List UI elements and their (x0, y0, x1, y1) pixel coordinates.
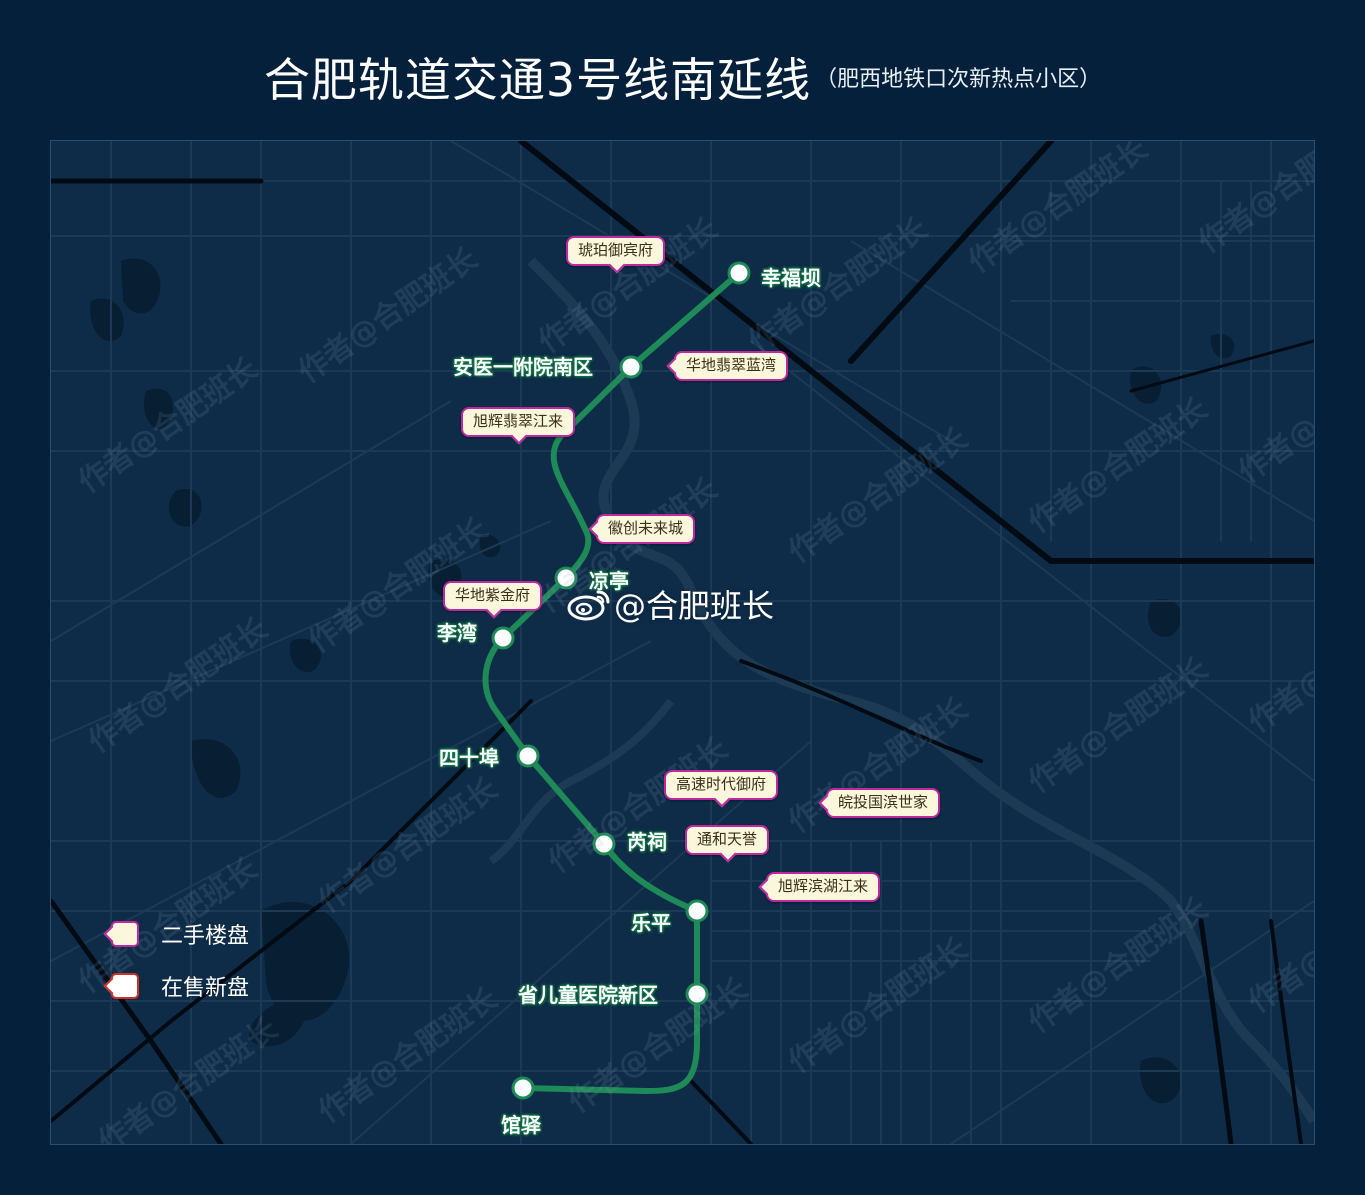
property-callout[interactable]: 高速时代御府 (664, 770, 779, 807)
map-legend: 二手楼盘 在售新盘 (103, 916, 250, 1020)
property-callout[interactable]: 皖投国滨世家 (818, 788, 941, 818)
station-label-leping: 乐平 (631, 911, 671, 935)
station-label-ruici: 芮祠 (627, 830, 667, 854)
station-dot-icon[interactable] (554, 566, 578, 590)
lake-shape (1210, 333, 1235, 359)
property-callout[interactable]: 华地紫金府 (443, 581, 543, 618)
lake-shape (1130, 366, 1162, 404)
brand-text: @合肥班长 (614, 587, 775, 625)
station-label-xingfuba: 幸福坝 (761, 266, 821, 290)
author-brand: @合肥班长 (566, 581, 774, 627)
property-name: 琥珀御宾府 (578, 241, 654, 259)
lake-shape (121, 258, 161, 314)
legend-label-new: 在售新盘 (161, 976, 250, 1001)
station-dot-icon[interactable] (516, 744, 540, 768)
station-label-sishibu: 四十埠 (439, 746, 499, 770)
station-dots (491, 261, 751, 1100)
property-name: 通和天誉 (697, 830, 758, 848)
lake-shape (191, 739, 241, 798)
weibo-icon (567, 590, 610, 621)
property-callout[interactable]: 旭辉翡翠江来 (461, 407, 576, 444)
property-callout[interactable]: 琥珀御宾府 (566, 236, 666, 273)
station-label-liangting: 凉亭 (589, 569, 629, 593)
legend-label-used: 二手楼盘 (161, 924, 250, 949)
property-name: 旭辉滨湖江来 (778, 877, 869, 895)
station-dot-icon[interactable] (491, 626, 515, 650)
station-dot-icon[interactable] (685, 899, 709, 923)
metro-line-3 (482, 270, 741, 1094)
property-callout[interactable]: 通和天誉 (685, 825, 770, 862)
property-name: 徽创未来城 (608, 519, 684, 537)
station-dot-icon[interactable] (685, 982, 709, 1006)
lake-shape (143, 388, 174, 429)
station-dot-icon[interactable] (619, 355, 643, 379)
property-callout[interactable]: 徽创未来城 (588, 514, 696, 544)
lake-shape (289, 638, 321, 672)
property-name: 皖投国滨世家 (838, 793, 929, 811)
lake-shape (249, 991, 307, 1047)
used-property-swatch-icon (103, 921, 139, 947)
lake-shape (1140, 1057, 1182, 1104)
lake-shape (168, 489, 202, 527)
station-label-guanyi: 馆驿 (501, 1113, 541, 1137)
station-label-anyi-south: 安医一附院南区 (453, 355, 593, 379)
property-name: 华地紫金府 (455, 586, 531, 604)
lake-shape (479, 535, 501, 558)
lake-shape (1147, 599, 1182, 637)
property-callout[interactable]: 华地翡翠蓝湾 (666, 351, 789, 381)
station-label-liwan: 李湾 (437, 621, 477, 645)
major-roads (51, 141, 1314, 1144)
title-main: 合肥轨道交通3号线南延线 (263, 53, 812, 107)
station-dot-icon[interactable] (727, 261, 751, 285)
river (488, 698, 675, 865)
property-name: 华地翡翠蓝湾 (686, 356, 777, 374)
page-title: 合肥轨道交通3号线南延线（肥西地铁口次新热点小区） (0, 44, 1365, 110)
map-canvas (51, 141, 1314, 1144)
station-dot-icon[interactable] (511, 1076, 535, 1100)
property-name: 高速时代御府 (676, 775, 767, 793)
legend-item-new: 在售新盘 (103, 968, 250, 1004)
title-subtitle: （肥西地铁口次新热点小区） (815, 67, 1102, 92)
new-property-swatch-icon (103, 973, 139, 999)
minor-roads (51, 141, 1314, 1144)
station-dot-icon[interactable] (592, 832, 616, 856)
map-view[interactable]: 作者@合肥班长作者@合肥班长作者@合肥班长作者@合肥班长作者@合肥班长作者@合肥… (50, 140, 1315, 1145)
lake-shape (90, 298, 124, 342)
legend-item-used: 二手楼盘 (103, 916, 250, 952)
property-name: 旭辉翡翠江来 (473, 412, 564, 430)
property-callout[interactable]: 旭辉滨湖江来 (758, 872, 881, 902)
station-label-childrens-hospital: 省儿童医院新区 (518, 983, 658, 1007)
